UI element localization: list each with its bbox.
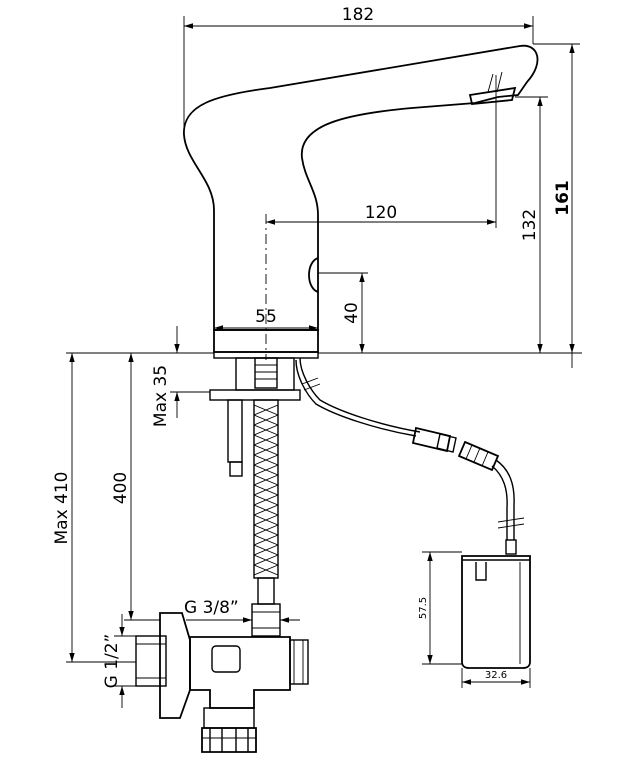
sensor-cable [295, 357, 525, 540]
dim-max-deck: Max 35 [151, 365, 171, 427]
dim-box-height: 57.5 [418, 597, 429, 619]
braided-hose [251, 399, 281, 637]
dim-hose-thread: G 3/8” [184, 598, 239, 618]
dimension-lines [66, 16, 582, 708]
dim-base-diameter: 55 [255, 307, 277, 327]
dim-sensor-height: 40 [342, 302, 362, 324]
dimension-labels: 182 161 132 120 40 55 Max 35 400 Max 410… [52, 5, 573, 688]
dim-spout-height: 132 [520, 209, 540, 241]
dim-box-width: 32.6 [485, 670, 507, 681]
dim-hose-length: 400 [111, 472, 131, 504]
dim-spout-reach: 120 [365, 203, 397, 223]
control-box [461, 539, 531, 669]
dim-max-length: Max 410 [52, 472, 72, 545]
dim-overall-height: 161 [553, 180, 573, 216]
dim-inlet-thread: G 1/2” [102, 634, 122, 689]
dim-overall-width: 182 [342, 5, 374, 25]
mixing-valve [135, 612, 309, 753]
